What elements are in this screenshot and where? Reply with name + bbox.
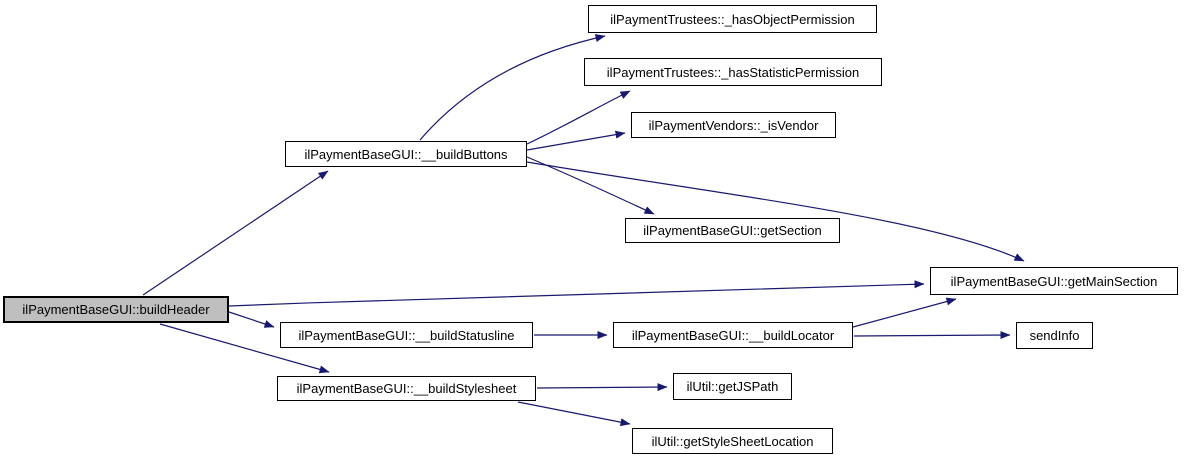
graph-node-build-locator[interactable]: ilPaymentBaseGUI::__buildLocator (613, 322, 853, 348)
edge-buildbuttons-isvendor (526, 130, 626, 151)
edge-buildlocator-sendinfo (853, 331, 1011, 340)
edge-buildheader-buildstatusline (228, 311, 275, 328)
graph-node-build-statusline[interactable]: ilPaymentBaseGUI::__buildStatusline (280, 322, 533, 348)
edge-buildstylesheet-getstylesheetlocation (517, 401, 631, 427)
graph-node-build-header: ilPaymentBaseGUI::buildHeader (3, 296, 229, 323)
graph-node-get-js-path[interactable]: ilUtil::getJSPath (673, 373, 792, 400)
graph-node-get-stylesheet-location[interactable]: ilUtil::getStyleSheetLocation (632, 428, 833, 454)
graph-node-send-info[interactable]: sendInfo (1016, 322, 1093, 349)
edge-buildbuttons-hasstatisticpermission (526, 90, 631, 145)
graph-node-build-buttons[interactable]: ilPaymentBaseGUI::__buildButtons (285, 141, 527, 167)
edge-buildbuttons-getmainsection (526, 161, 1025, 262)
graph-node-build-stylesheet[interactable]: ilPaymentBaseGUI::__buildStylesheet (277, 376, 536, 401)
edge-buildlocator-getmainsection (852, 297, 957, 328)
edge-buildheader-buildbuttons (142, 170, 329, 296)
edge-buildbuttons-getsection (526, 156, 655, 215)
edge-buildstylesheet-getjspath (536, 383, 668, 392)
graph-node-get-main-section[interactable]: ilPaymentBaseGUI::getMainSection (930, 267, 1178, 295)
graph-node-has-object-permission[interactable]: ilPaymentTrustees::_hasObjectPermission (588, 5, 877, 33)
graph-node-has-statistic-permission[interactable]: ilPaymentTrustees::_hasStatisticPermissi… (584, 58, 882, 86)
graph-node-get-section[interactable]: ilPaymentBaseGUI::getSection (625, 218, 840, 243)
edge-buildbuttons-hasobjectpermission (419, 34, 606, 141)
edge-buildheader-getmainsection (228, 280, 925, 307)
graph-node-is-vendor[interactable]: ilPaymentVendors::_isVendor (631, 112, 836, 138)
